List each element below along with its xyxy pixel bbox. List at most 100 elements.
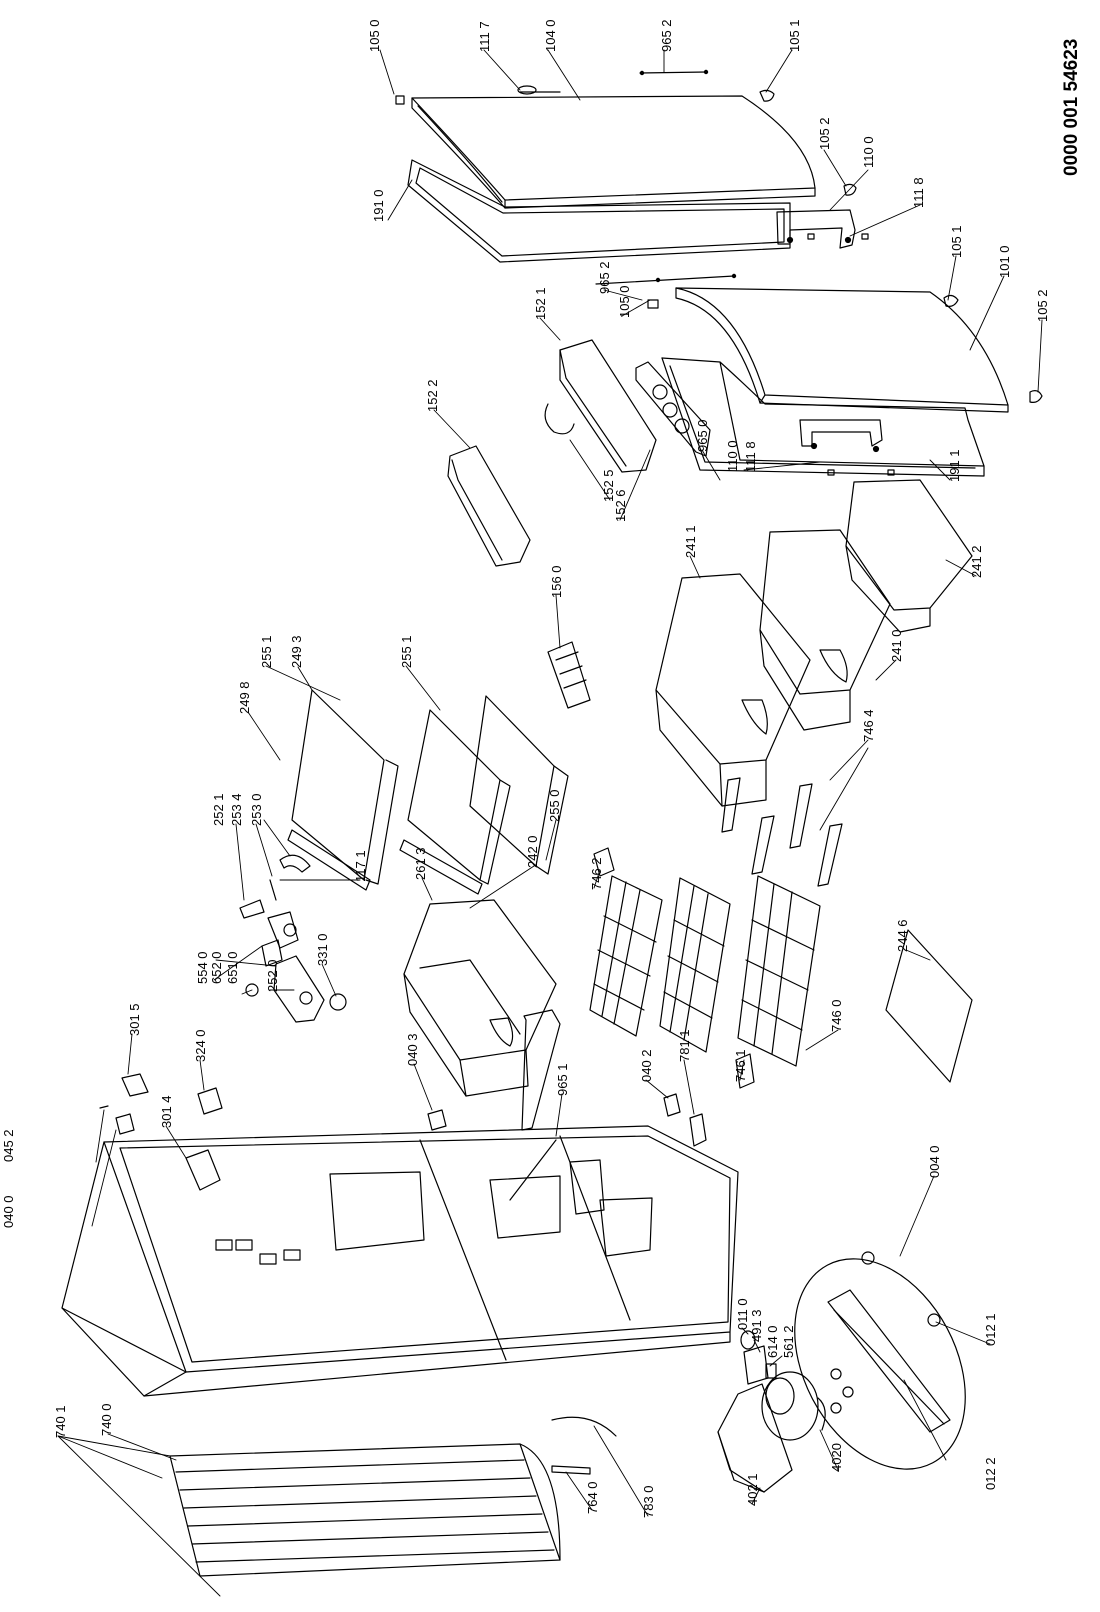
part-label: 301 5: [127, 1003, 142, 1036]
upper-door-handle: [776, 209, 869, 249]
part-label: 241 2: [969, 545, 984, 578]
glass-shelf-upper: [291, 689, 399, 885]
clip-7462: [593, 847, 615, 877]
hinge-bush-1050: [647, 299, 659, 309]
lower-door: [675, 287, 1009, 413]
evaporator-grid-3: [737, 875, 821, 1067]
hinge-cap-1051: [759, 89, 775, 102]
part-label: 652 0: [209, 951, 224, 984]
freezer-drawer-2411: [655, 573, 811, 807]
part-label: 249 3: [289, 635, 304, 668]
part-label: 101 0: [997, 245, 1012, 278]
hinge-0403: [427, 1109, 447, 1131]
freezer-drawer-2412: [845, 479, 973, 633]
part-label: 740 0: [99, 1403, 114, 1436]
part-label: 040 3: [405, 1033, 420, 1066]
part-label: 965 1: [555, 1063, 570, 1096]
part-label: 105 2: [817, 117, 832, 150]
insulation-plate: [885, 929, 973, 1083]
part-label: 105 1: [787, 19, 802, 52]
part-label: 781 1: [677, 1029, 692, 1062]
part-label: 105 0: [367, 19, 382, 52]
part-label: 111 7: [477, 21, 492, 52]
part-label: 614 0: [765, 1325, 780, 1358]
foot-0110: [740, 1330, 756, 1350]
part-label: 110 0: [725, 440, 740, 472]
cabinet-body: [61, 1125, 739, 1397]
part-label: 117 1: [353, 850, 368, 882]
clip-7461: [735, 1053, 755, 1089]
hinge-0400: [115, 1113, 135, 1135]
part-label: 156 0: [549, 565, 564, 598]
relay-box: [743, 1345, 777, 1385]
part-label: 301 4: [159, 1095, 174, 1128]
screw-0452: [99, 1105, 109, 1109]
upper-door-pin: [639, 71, 707, 74]
part-label: 965 0: [695, 419, 710, 452]
part-label: 261 3: [413, 847, 428, 880]
part-label: 965 2: [597, 261, 612, 294]
part-label: 045 2: [1, 1129, 16, 1162]
part-label: 242 0: [525, 835, 540, 868]
upper-door-gasket: [407, 159, 791, 263]
part-label: 554 0: [195, 951, 210, 984]
upper-door: [411, 85, 816, 209]
part-label: 324 0: [193, 1029, 208, 1062]
part-label: 253 0: [249, 793, 264, 826]
part-label: 105 0: [617, 285, 632, 318]
part-label: 746 2: [589, 857, 604, 890]
compressor: [761, 1371, 826, 1441]
part-label: 561 2: [781, 1325, 796, 1358]
part-label: 255 1: [259, 635, 274, 668]
part-label: 012 2: [983, 1457, 998, 1490]
part-label: 255 0: [547, 789, 562, 822]
part-label: 012 1: [983, 1313, 998, 1346]
part-label: 111 8: [743, 441, 758, 472]
clip-7811: [689, 1113, 707, 1147]
fitting-kit: [794, 1251, 966, 1470]
drawer-rails: [721, 777, 843, 887]
bracket-3015: [121, 1073, 149, 1097]
part-label: 255 1: [399, 635, 414, 668]
hinge-cap-1050: [395, 95, 405, 105]
door-balcony-1522: [447, 445, 531, 567]
part-label: 241 1: [683, 525, 698, 558]
drain-hose-7830: [551, 1416, 617, 1437]
hinge-cap-1051b: [943, 294, 959, 307]
shelf-trim-2551: [399, 839, 483, 895]
condenser-coil: [169, 1443, 561, 1577]
part-label: 402 1: [745, 1473, 760, 1506]
part-label: 252 0: [265, 959, 280, 992]
part-label: 965 2: [659, 19, 674, 52]
part-label: 746 0: [829, 999, 844, 1032]
door-balcony-1521: [544, 339, 657, 473]
part-label: 4020: [829, 1443, 844, 1472]
hinge-0402: [663, 1093, 681, 1117]
part-label: 152 2: [425, 379, 440, 412]
part-label: 253 4: [229, 793, 244, 826]
part-label: 011 0: [735, 1298, 750, 1330]
insert-3240: [197, 1087, 223, 1115]
lower-door-pin: [595, 275, 735, 285]
document-number: 0000 001 54623: [1061, 38, 1082, 176]
part-label: 152 6: [613, 489, 628, 522]
part-label: 651 0: [225, 951, 240, 984]
crisper-cover-strip: [521, 1009, 561, 1131]
part-label: 740 1: [53, 1405, 68, 1438]
part-label: 331 0: [315, 933, 330, 966]
crisper-drawer-2420: [403, 899, 557, 1097]
part-label: 746 4: [861, 709, 876, 742]
part-label: 105 2: [1035, 289, 1050, 322]
part-label: 111 8: [911, 177, 926, 208]
part-label: 191 1: [947, 449, 962, 482]
part-label: 104 0: [543, 19, 558, 52]
evaporator-grid-2: [659, 877, 731, 1053]
part-label: 764 0: [585, 1481, 600, 1514]
lower-door-gasket: [661, 357, 985, 477]
egg-tray: [547, 641, 591, 709]
leader-lines: [57, 49, 1043, 1597]
holder-3014: [185, 1149, 221, 1191]
lower-door-handle: [799, 419, 895, 476]
part-label: 040 2: [639, 1049, 654, 1082]
